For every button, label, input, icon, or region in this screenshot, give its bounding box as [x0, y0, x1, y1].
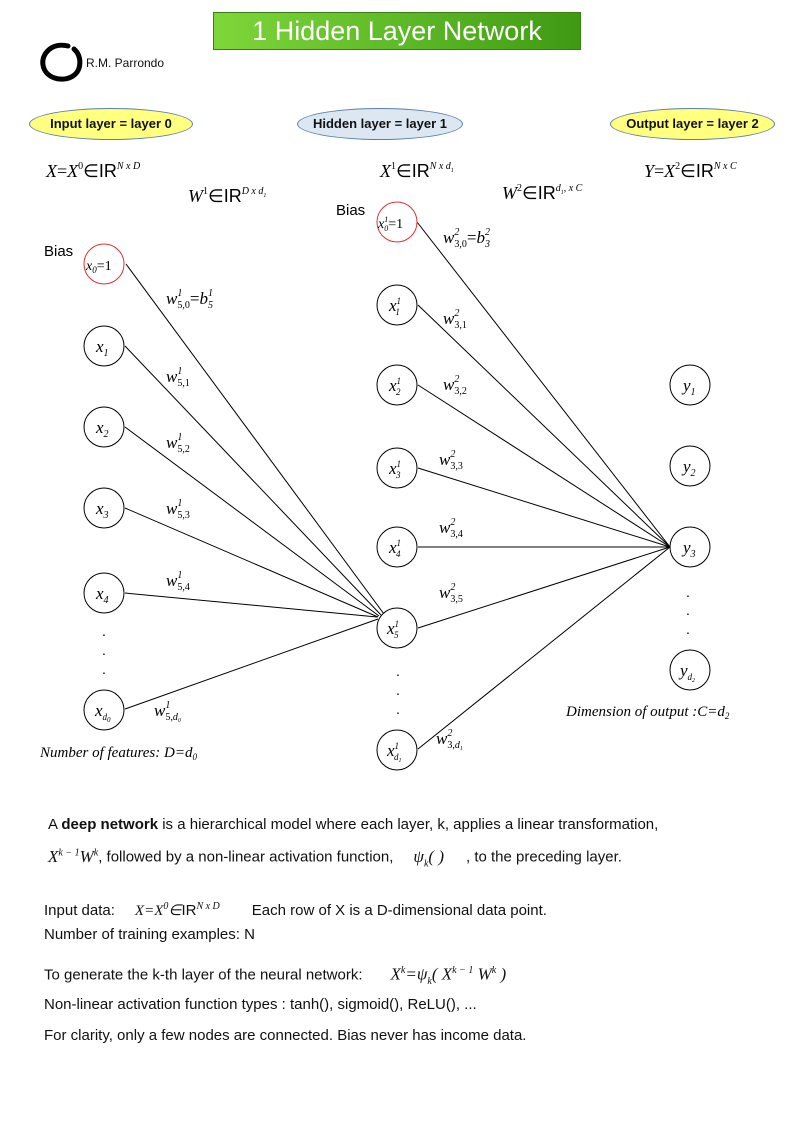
hidden-to-output-edges	[416, 221, 671, 750]
output-node-1	[669, 364, 711, 406]
page-title: 1 Hidden Layer Network	[213, 12, 581, 50]
input-features-note: Number of features: D=d0	[39, 745, 197, 762]
hidden-node-1	[376, 284, 418, 326]
input-ellipsis-dot: .	[102, 661, 106, 677]
hidden-node-5	[376, 607, 418, 649]
output-ellipsis-dot: .	[686, 584, 690, 600]
output-node-d2	[669, 649, 711, 691]
input-node-1	[83, 325, 125, 367]
k-layer-line: To generate the k-th layer of the neural…	[44, 962, 506, 991]
clarity-note: For clarity, only a few nodes are connec…	[44, 1027, 527, 1044]
activation-types-line: Non-linear activation function types : t…	[44, 996, 477, 1013]
hidden-bias-label: Bias	[336, 202, 365, 219]
hidden-node-3	[376, 447, 418, 489]
input-bias-label: Bias	[44, 243, 73, 260]
hidden-layer-label: Hidden layer = layer 1	[297, 108, 463, 140]
input-to-hidden-edges	[124, 263, 385, 710]
hidden-bias-node	[376, 201, 418, 243]
description-line-2: Xk − 1Wk, followed by a non-linear activ…	[48, 844, 622, 873]
k-layer-formula: Xk=ψk( Xk − 1 Wk )	[390, 964, 507, 988]
input-node-d0	[83, 689, 125, 731]
output-dimension-note: Dimension of output :C=d2	[565, 704, 730, 721]
enso-logo-icon	[40, 42, 83, 82]
hidden-ellipsis-dot: .	[396, 663, 400, 679]
input-data-formula: X=X0∈IRN x D	[134, 901, 220, 919]
input-node-2	[83, 406, 125, 448]
input-bias-node	[83, 243, 125, 285]
input-bias-node-label: x0=1	[85, 259, 112, 275]
w1-matrix-formula: W1∈IRD x d1	[188, 186, 266, 206]
hidden-ellipsis-dot: .	[396, 682, 400, 698]
output-ellipsis-dot: .	[686, 621, 690, 637]
hidden-ellipsis-dot: .	[396, 701, 400, 717]
output-layer-label: Output layer = layer 2	[610, 108, 775, 140]
psi-formula: ψk( )	[413, 846, 444, 870]
xw-formula: Xk − 1Wk	[48, 846, 99, 866]
input-node-4	[83, 572, 125, 614]
training-examples-line: Number of training examples: N	[44, 926, 255, 943]
hidden-node-4	[376, 526, 418, 568]
author: R.M. Parrondo	[86, 56, 165, 70]
input-node-3	[83, 487, 125, 529]
output-ellipsis-dot: .	[686, 602, 690, 618]
output-node-2	[669, 445, 711, 487]
w2-matrix-formula: W2∈IRd1, x C	[502, 183, 583, 203]
hidden-matrix-formula: X1∈IRN x d1	[379, 161, 454, 181]
output-matrix-formula: Y=X2∈IRN x C	[644, 161, 737, 181]
input-matrix-formula: X=X0∈IRN x D	[45, 161, 141, 181]
input-ellipsis-dot: .	[102, 623, 106, 639]
input-layer-label: Input layer = layer 0	[29, 108, 193, 140]
output-node-3	[669, 526, 711, 568]
hidden-node-2	[376, 364, 418, 406]
hidden-node-d1	[376, 729, 418, 771]
description-line-1: A deep network is a hierarchical model w…	[48, 816, 659, 833]
input-ellipsis-dot: .	[102, 642, 106, 658]
